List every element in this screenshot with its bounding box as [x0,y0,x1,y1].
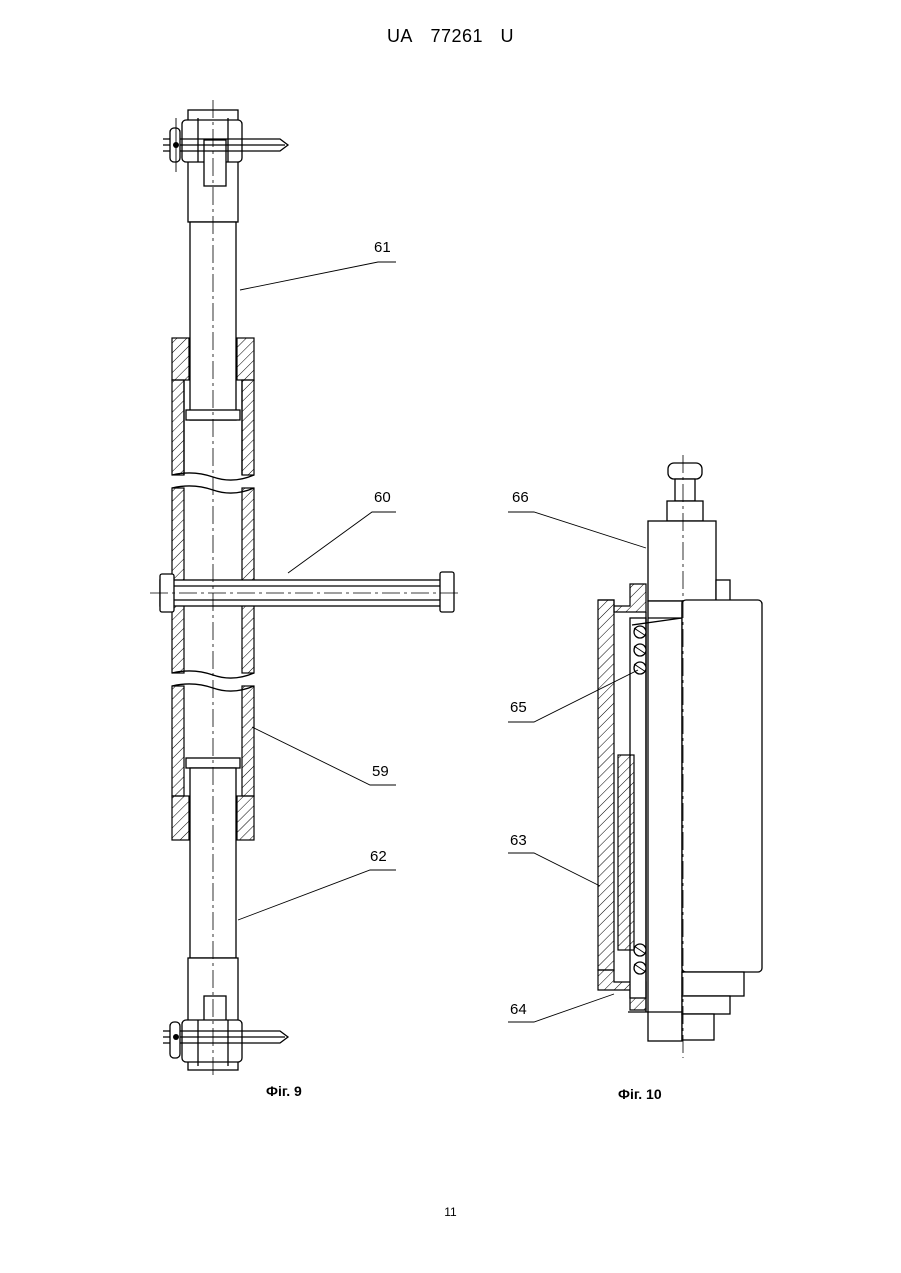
label-63: 63 [510,832,527,849]
page-number: 11 [0,1205,901,1219]
label-60: 60 [374,489,391,506]
top-clevis [163,110,288,222]
bottom-clevis [163,958,288,1070]
label-59: 59 [372,763,389,780]
label-65: 65 [510,699,527,716]
figure-10-caption: Фіг. 10 [618,1086,662,1102]
label-62: 62 [370,848,387,865]
middle-tube [160,486,454,678]
label-64: 64 [510,1001,527,1018]
label-61: 61 [374,239,391,256]
figure-9-caption: Фіг. 9 [266,1083,302,1099]
figure-10-drawing: 66 65 63 64 Фіг. 10 [508,455,762,1102]
label-66: 66 [512,489,529,506]
figure-9-drawing: 61 60 59 62 Фіг. 9 [150,100,462,1099]
